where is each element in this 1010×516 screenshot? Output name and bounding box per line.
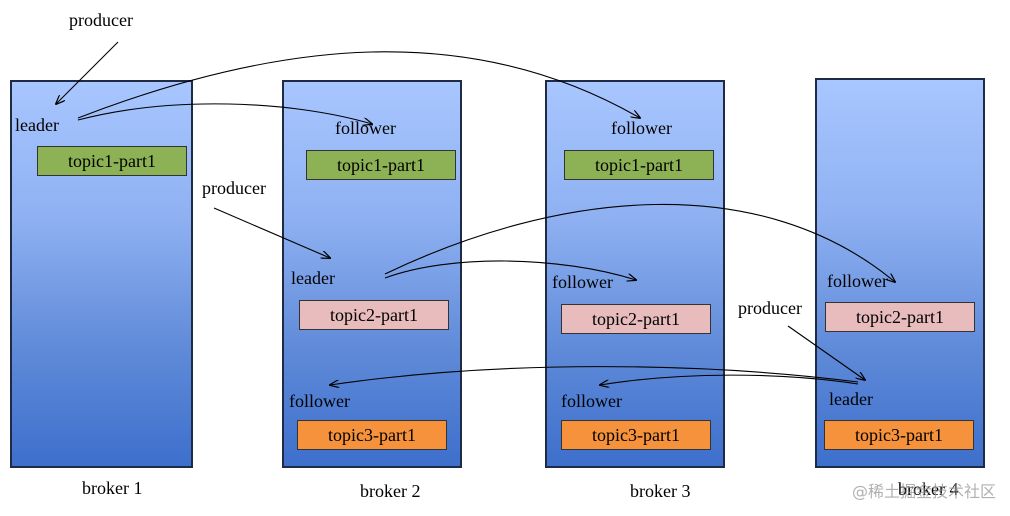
broker-2-topic2-partition: topic2-part1 <box>299 300 449 330</box>
broker-4-topic2-partition: topic2-part1 <box>825 302 975 332</box>
broker-2-topic3-partition: topic3-part1 <box>297 420 447 450</box>
leader-label-broker-4: leader <box>829 389 873 409</box>
producer-label-topic3: producer <box>738 298 802 318</box>
broker-3-topic2-partition: topic2-part1 <box>561 304 711 334</box>
broker-2-topic1-partition: topic1-part1 <box>306 150 456 180</box>
follower-label-broker-2-topic3: follower <box>289 391 350 411</box>
watermark: @稀土掘金技术社区 <box>851 482 996 501</box>
follower-label-broker-2-topic1: follower <box>335 118 396 138</box>
broker-3-name: broker 3 <box>630 481 691 501</box>
broker-1-topic1-partition: topic1-part1 <box>37 146 187 176</box>
leader-label-broker-2: leader <box>291 268 335 288</box>
broker-3-topic3-partition: topic3-part1 <box>561 420 711 450</box>
broker-4-topic3-partition: topic3-part1 <box>824 420 974 450</box>
follower-label-broker-3-topic1: follower <box>611 118 672 138</box>
leader-label-broker-1: leader <box>15 115 59 135</box>
follower-label-broker-3-topic2: follower <box>552 272 613 292</box>
broker-3-topic1-partition: topic1-part1 <box>564 150 714 180</box>
broker-4-name: broker 4 <box>898 479 959 499</box>
broker-1-box <box>10 80 193 468</box>
follower-label-broker-3-topic3: follower <box>561 391 622 411</box>
follower-label-broker-4-topic2: follower <box>827 271 888 291</box>
producer-label-topic2: producer <box>202 178 266 198</box>
broker-1-name: broker 1 <box>82 478 143 498</box>
producer-label-topic1: producer <box>69 10 133 30</box>
broker-2-name: broker 2 <box>360 481 421 501</box>
